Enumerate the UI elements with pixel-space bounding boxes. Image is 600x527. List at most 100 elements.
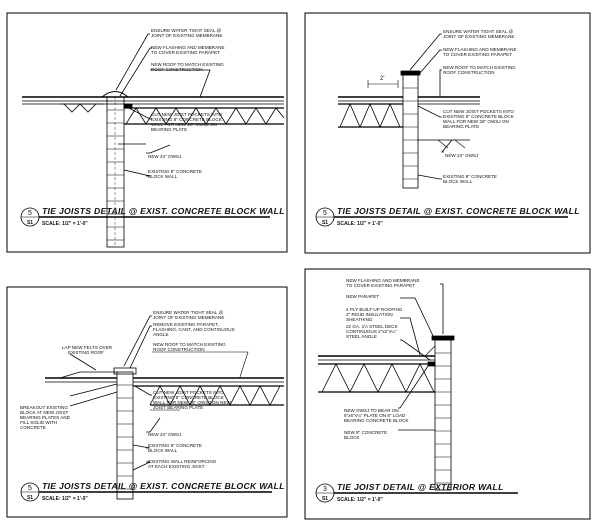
detail-scale: SCALE: 1/2" = 1'-0" <box>42 496 88 502</box>
note-text: 6"x6"x¼" PLATE ON 8" LOAD <box>344 413 406 418</box>
note-text: NEW 24" OWSJ <box>148 154 181 159</box>
detail-panel-4: NEW FLASHING AND MEMBRANE TO COVER EXIST… <box>304 268 591 520</box>
detail-title-block: 5 S1 TIE JOISTS DETAIL @ EXIST. CONCRETE… <box>20 206 285 227</box>
detail-title: TIE JOISTS DETAIL @ EXIST. CONCRETE BLOC… <box>42 481 285 491</box>
note-text: EXISTING 8" CONCRETE <box>148 443 202 448</box>
panel-frame <box>304 12 591 254</box>
note-text: NEW ROOF TO MATCH EXISTING <box>151 62 224 67</box>
note-text: BLOCK <box>344 435 361 440</box>
note-text: NEW 24" OWSJ <box>445 153 478 158</box>
note-text: EXISTING 8" CONCRETE <box>443 174 497 179</box>
note-text: LAP NEW FELTS OVER <box>62 345 113 350</box>
note-text: ROOF CONSTRUCTION <box>443 70 495 75</box>
note-text: CUT NEW JOIST POCKETS INTO <box>151 112 222 117</box>
note-text: EXISTING 8" CONCRETE BLOCK <box>153 395 225 400</box>
note-text: NEW FLASHING AND MEMBRANE <box>151 45 225 50</box>
note-text: FLASHING, CANT, AND CONTINUOUS <box>153 327 235 332</box>
note-text: NEW FLASHING AND MEMBRANE <box>346 278 420 283</box>
note-text: EXISTING 8" CONCRETE BLOCK <box>443 114 515 119</box>
sheet-number: S1 <box>322 220 328 226</box>
note-text: EXISTING ROOF <box>68 350 104 355</box>
detail-number: 5 <box>323 210 327 217</box>
notes: NEW FLASHING AND MEMBRANE TO COVER EXIST… <box>344 278 420 440</box>
note-text: TO COVER EXISTING PARAPET <box>346 283 415 288</box>
detail-title: TIE JOISTS DETAIL @ EXIST. CONCRETE BLOC… <box>42 206 285 216</box>
note-text: WALL FOR NEW 28" OWSJ ON <box>443 119 509 124</box>
panel-frame <box>6 286 288 518</box>
detail-scale: SCALE: 1/2" = 1'-0" <box>337 497 383 503</box>
detail-scale: SCALE: 1/2" = 1'-0" <box>42 221 88 227</box>
detail-number: 5 <box>28 210 32 217</box>
note-text: WALL FOR NEW 28" OWSJ ON <box>151 122 217 127</box>
note-text: BLOCK WALL <box>148 174 178 179</box>
detail-number: 5 <box>28 485 32 492</box>
note-text: REMOVE EXISTING PARAPET, <box>153 322 219 327</box>
note-text: EXISTING 8" CONCRETE <box>148 169 202 174</box>
detail-title: TIE JOIST DETAIL @ EXTERIOR WALL <box>337 482 504 492</box>
note-text: ENSURE WATER TIGHT SEAL @ <box>443 29 514 34</box>
note-text: EXISTING WALL REINFORCING <box>148 459 217 464</box>
panel-frame <box>6 12 288 253</box>
note-text: BEARING PLATES AND <box>20 415 71 420</box>
note-text: BLOCK AT NEW JOIST <box>20 410 69 415</box>
notes: ENSURE WATER TIGHT SEAL @ JOINT OF EXIST… <box>443 29 517 184</box>
note-text: JOINT OF EXISTING MEMBRANE <box>151 33 222 38</box>
note-text: ROOF CONSTRUCTION <box>151 67 203 72</box>
note-text: SHEATHING <box>346 317 373 322</box>
note-text: 4 PLY BUILT-UP ROOFING <box>346 307 403 312</box>
note-text: BEARING CONCRETE BLOCK <box>344 418 410 423</box>
note-text: ENSURE WATER TIGHT SEAL @ <box>153 310 224 315</box>
sheet-number: S1 <box>322 496 328 502</box>
detail-scale: SCALE: 1/2" = 1'-0" <box>337 221 383 227</box>
note-text: NEW 8" CONCRETE <box>344 430 387 435</box>
note-text: NEW 24" OWSJ <box>148 432 181 437</box>
section-drawing <box>318 283 455 491</box>
note-text: NEW OWSJ TO BEAR ON <box>344 408 399 413</box>
note-text: JOIST BEARING PLATE <box>153 405 203 410</box>
note-text: JOINT OF EXISTING MEMBRANE <box>153 315 224 320</box>
note-text: TO COVER EXISTING PARAPET <box>443 52 512 57</box>
note-text: NEW ROOF TO MATCH EXISTING <box>443 65 516 70</box>
note-text: ROOF CONSTRUCTION <box>153 347 205 352</box>
sheet-number: S1 <box>27 220 33 226</box>
note-text: NEW ROOF TO MATCH EXISTING <box>153 342 226 347</box>
detail-panel-1: ENSURE WATER TIGHT SEAL @ JOINT OF EXIST… <box>6 12 288 253</box>
panel-frame <box>304 268 591 520</box>
detail-panel-2: 2' ENSURE WATER TIGHT SEAL @ JOINT OF EX… <box>304 12 591 254</box>
detail-number: 3 <box>323 486 327 493</box>
note-text: AT EACH EXISTING JOIST <box>148 464 205 469</box>
detail-title-block: 5 S1 TIE JOISTS DETAIL @ EXIST. CONCRETE… <box>20 481 285 502</box>
note-text: CONCRETE <box>20 425 46 430</box>
note-text: BLOCK WALL <box>443 179 473 184</box>
note-text: 22 GA. 1½ STEEL DECK <box>346 323 399 329</box>
notes: ENSURE WATER TIGHT SEAL @ JOINT OF EXIST… <box>148 28 225 179</box>
note-text: CUT NEW JOIST POCKETS INTO <box>443 109 514 114</box>
sheet-number: S1 <box>27 495 33 501</box>
note-text: NEW FLASHING AND MEMBRANE <box>443 47 517 52</box>
detail-title-block: 3 S1 TIE JOIST DETAIL @ EXTERIOR WALL SC… <box>315 482 518 503</box>
note-text: BEARING PLATE <box>443 124 479 129</box>
note-text: BEARING PLATE <box>151 127 187 132</box>
notes: LAP NEW FELTS OVER EXISTING ROOF BREAKOU… <box>20 310 235 469</box>
detail-title-block: 5 S1 TIE JOISTS DETAIL @ EXIST. CONCRETE… <box>315 206 580 227</box>
detail-panel-3: LAP NEW FELTS OVER EXISTING ROOF BREAKOU… <box>6 286 288 518</box>
note-text: STEEL ANGLE <box>346 334 377 339</box>
note-text: TO COVER EXISTING PARAPET <box>151 50 220 55</box>
note-text: JOINT OF EXISTING MEMBRANE <box>443 34 514 39</box>
section-drawing <box>338 33 480 189</box>
note-text: CONTINUOUS 2"x2"x¼" <box>346 329 397 334</box>
section-drawing <box>22 33 285 248</box>
detail-title: TIE JOISTS DETAIL @ EXIST. CONCRETE BLOC… <box>337 206 580 216</box>
note-text: NEW PARAPET <box>346 294 379 299</box>
note-text: ENSURE WATER TIGHT SEAL @ <box>151 28 222 33</box>
dimension-label: 2' <box>380 76 384 82</box>
note-text: CUT NEW JOIST POCKETS INTO <box>153 390 224 395</box>
note-text: WALL FOR NEW 28" OWSJ ON NEW <box>153 400 232 405</box>
note-text: EXISTING 8" CONCRETE BLOCK <box>151 117 223 122</box>
note-text: ANGLE <box>153 332 169 337</box>
note-text: BLOCK WALL <box>148 448 178 453</box>
note-text: FILL SOLID WITH <box>20 420 57 425</box>
section-drawing <box>45 315 284 500</box>
note-text: 2" RIGID INSULATION <box>346 312 393 317</box>
